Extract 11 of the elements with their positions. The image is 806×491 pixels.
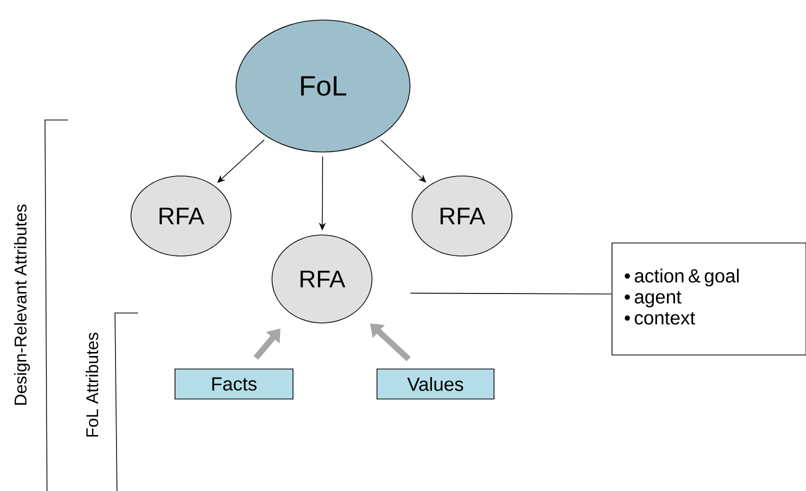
- bullet-list-box: • action & goal • agent • context: [612, 242, 806, 356]
- circle-node: RFA: [272, 234, 372, 324]
- arrow: [217, 139, 265, 183]
- connector-line: [410, 292, 612, 294]
- ellipse-node: FoL: [236, 20, 410, 152]
- circle-node: RFA: [412, 176, 512, 256]
- input-box: Facts: [174, 368, 294, 400]
- axis-label: FoL Attributes: [86, 332, 98, 437]
- circle-node: RFA: [130, 176, 232, 256]
- input-box: Values: [376, 368, 494, 400]
- axis-label: Design-Relevant Attributes: [14, 204, 30, 405]
